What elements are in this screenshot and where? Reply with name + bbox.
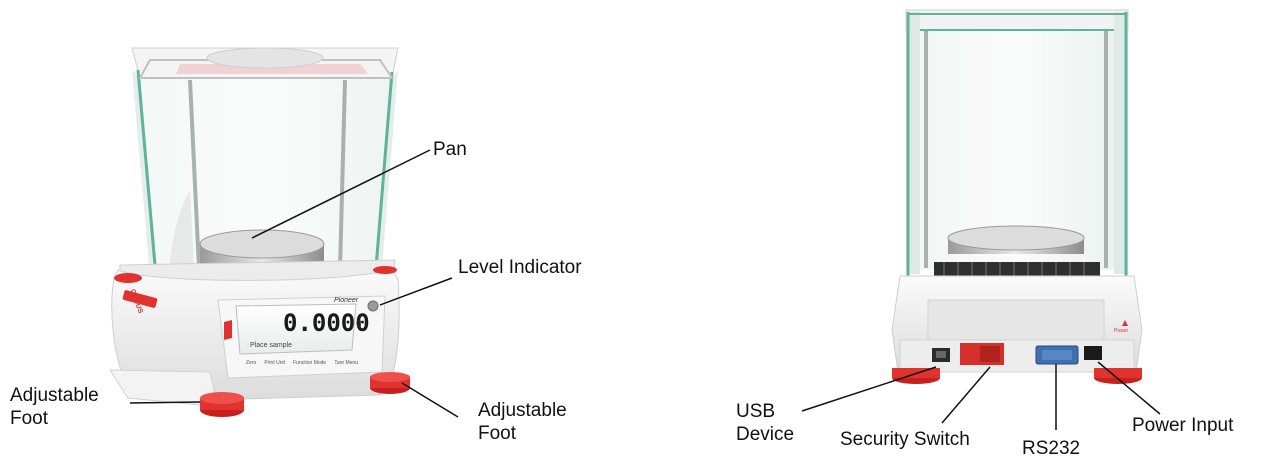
weighing-pan-rear	[934, 225, 1100, 276]
label-pan: Pan	[433, 139, 467, 160]
adjustable-foot-right-shape	[370, 372, 410, 394]
balance-keys: Zero Print Unit Function Mode Tare Menu	[246, 360, 358, 372]
label-level-indicator: Level Indicator	[458, 257, 582, 278]
leader-lines	[129, 149, 1161, 430]
label-adjustable-foot-right: Adjustable Foot	[478, 399, 567, 445]
balance-base-rear	[891, 275, 1143, 373]
label-adjustable-foot-left: Adjustable Foot	[10, 384, 99, 430]
display-message: Place sample	[250, 342, 293, 349]
adjustable-foot-back-left	[114, 273, 142, 283]
leader-usb	[801, 366, 937, 412]
label-usb-device: USB Device	[736, 400, 794, 446]
leader-foot-left	[129, 401, 201, 404]
rs232-port	[1035, 345, 1079, 365]
leader-power-input	[1097, 361, 1161, 415]
security-switch-shape	[960, 343, 1004, 365]
key-tare-menu: Tare Menu	[334, 360, 358, 366]
leader-foot-right	[401, 382, 459, 418]
power-warning-mark	[1122, 320, 1128, 326]
leader-level-indicator	[379, 277, 453, 306]
label-security-switch: Security Switch	[840, 429, 970, 450]
label-adjustable-foot-left-line2: Foot	[10, 408, 49, 429]
usb-port	[932, 348, 950, 362]
label-usb-device-line2: Device	[736, 424, 795, 445]
key-zero: Zero	[246, 360, 257, 366]
label-adjustable-foot-right-line1: Adjustable	[478, 400, 567, 421]
model-name: Pioneer	[334, 297, 359, 304]
brand-strip	[122, 290, 158, 308]
label-power-input: Power Input	[1132, 415, 1234, 436]
display-reading: 0.0000	[283, 309, 370, 337]
label-adjustable-foot-left-line1: Adjustable	[10, 385, 99, 406]
leader-pan-to-label	[251, 149, 431, 239]
display-unit: g	[356, 318, 362, 329]
rear-view-balance	[891, 9, 1143, 384]
level-indicator-bubble	[367, 300, 379, 312]
power-input-port	[1084, 346, 1102, 360]
control-panel	[217, 295, 386, 379]
label-usb-device-line1: USB	[736, 401, 776, 422]
label-rs232: RS232	[1022, 438, 1081, 459]
leader-security-switch	[941, 366, 991, 424]
power-mark: Power	[1114, 328, 1129, 334]
label-adjustable-foot-right-line2: Foot	[478, 423, 517, 444]
adjustable-foot-back-right	[373, 266, 397, 274]
adjustable-foot-rear-left	[892, 368, 940, 384]
key-print-unit: Print Unit	[264, 360, 285, 366]
adjustable-foot-rear-right	[1094, 368, 1142, 384]
key-function-mode: Function Mode	[293, 360, 327, 366]
front-view-balance	[109, 47, 410, 417]
adjustable-foot-left-shape	[200, 392, 244, 417]
